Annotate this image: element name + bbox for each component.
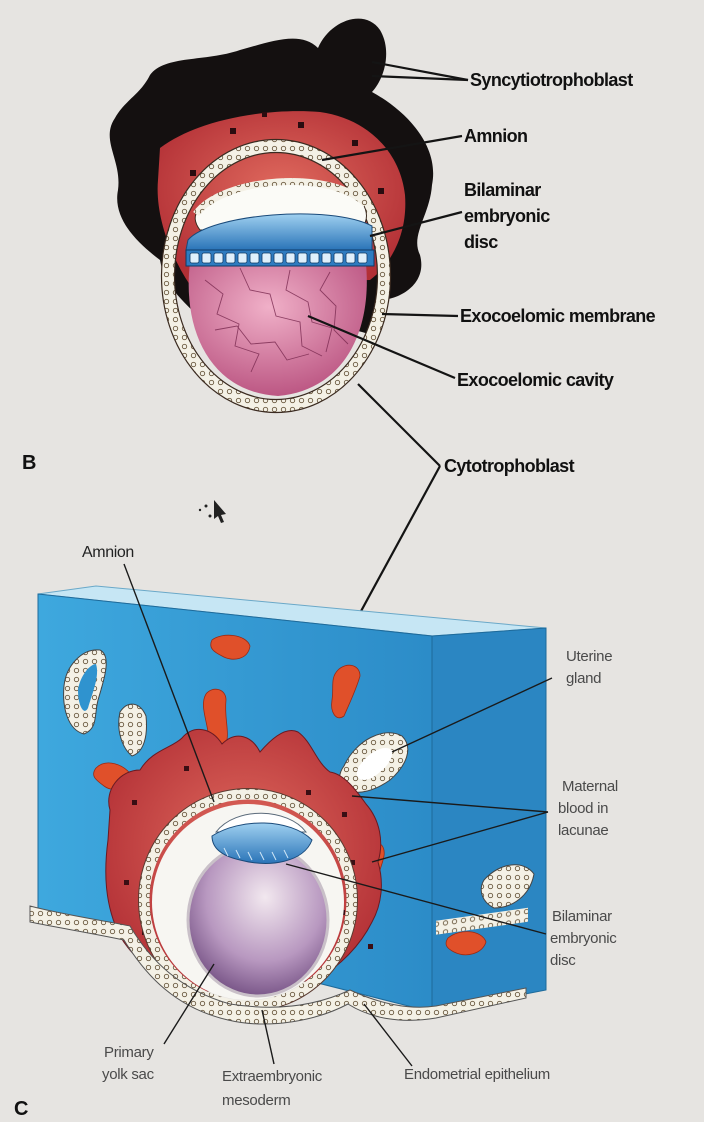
label-maternal-blood-line1: Maternal (562, 778, 618, 795)
label-bilaminar-b-line2: embryonic (464, 206, 550, 227)
label-uterine-gland-line1: Uterine (566, 648, 612, 665)
label-bilaminar-b-line1: Bilaminar (464, 180, 541, 201)
label-primary-yolk-sac-line2: yolk sac (102, 1066, 154, 1083)
panel-b-embryo (110, 19, 433, 413)
label-endometrial-epithelium: Endometrial epithelium (404, 1066, 550, 1083)
label-cytotrophoblast: Cytotrophoblast (444, 456, 574, 477)
label-uterine-gland-line2: gland (566, 670, 601, 687)
panel-b-letter: B (22, 452, 36, 475)
endometrium-side-face (432, 628, 546, 1012)
label-bilaminar-c-line2: embryonic (550, 930, 617, 947)
label-extraembryonic-line2: mesoderm (222, 1092, 290, 1109)
label-bilaminar-b-line3: disc (464, 232, 498, 253)
label-exocoelomic-membrane: Exocoelomic membrane (460, 306, 655, 327)
label-maternal-blood-line3: lacunae (558, 822, 608, 839)
label-amnion-b: Amnion (464, 126, 527, 147)
hypoblast-cells (190, 253, 367, 263)
label-exocoelomic-cavity: Exocoelomic cavity (457, 370, 613, 391)
stray-cursor-mark (199, 500, 226, 523)
panel-c-letter: C (14, 1098, 28, 1121)
label-extraembryonic-line1: Extraembryonic (222, 1068, 322, 1085)
label-maternal-blood-line2: blood in (558, 800, 608, 817)
label-primary-yolk-sac-line1: Primary (104, 1044, 154, 1061)
label-amnion-c: Amnion (82, 544, 134, 562)
label-bilaminar-c-line3: disc (550, 952, 575, 969)
label-bilaminar-c-line1: Bilaminar (552, 908, 612, 925)
label-syncytiotrophoblast: Syncytiotrophoblast (470, 70, 633, 91)
